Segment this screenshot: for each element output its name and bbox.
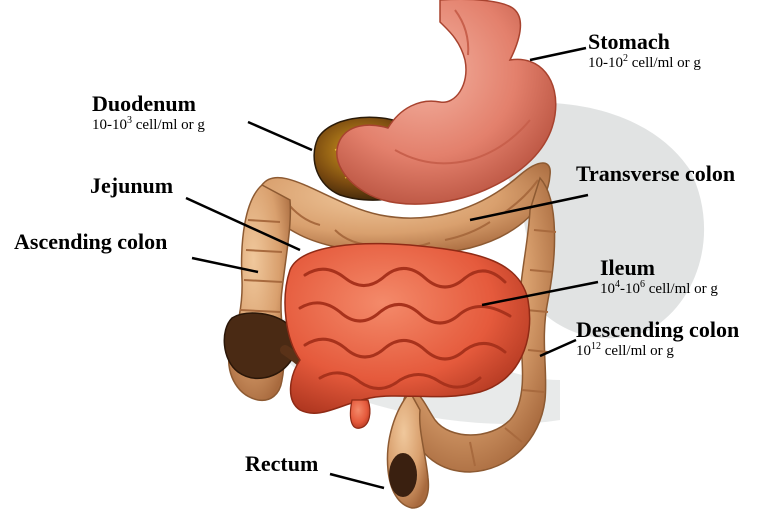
rectum-leader-line bbox=[330, 474, 384, 488]
ileum-name: Ileum bbox=[600, 256, 718, 280]
descending-colon-leader-line bbox=[540, 340, 576, 356]
ileum-label: Ileum 104-106 cell/ml or g bbox=[600, 256, 718, 298]
duodenum-leader-line bbox=[248, 122, 312, 150]
stomach-count: 10-102 cell/ml or g bbox=[588, 54, 701, 72]
stomach-name: Stomach bbox=[588, 30, 701, 54]
duodenum-name: Duodenum bbox=[92, 92, 205, 116]
jejunum-name: Jejunum bbox=[90, 174, 173, 198]
stomach-label: Stomach 10-102 cell/ml or g bbox=[588, 30, 701, 72]
stomach-leader-line bbox=[530, 48, 586, 60]
ascending-colon-label: Ascending colon bbox=[14, 230, 167, 254]
transverse-colon-name: Transverse colon bbox=[576, 162, 735, 186]
duodenum-label: Duodenum 10-103 cell/ml or g bbox=[92, 92, 205, 134]
ascending-colon-name: Ascending colon bbox=[14, 230, 167, 254]
descending-colon-label: Descending colon 1012 cell/ml or g bbox=[576, 318, 739, 360]
rectum-name: Rectum bbox=[245, 452, 318, 476]
jejunum-label: Jejunum bbox=[90, 174, 173, 198]
transverse-colon-label: Transverse colon bbox=[576, 162, 735, 186]
ileum-count: 104-106 cell/ml or g bbox=[600, 280, 718, 298]
duodenum-count: 10-103 cell/ml or g bbox=[92, 116, 205, 134]
descending-colon-count: 1012 cell/ml or g bbox=[576, 342, 739, 360]
rectum-label: Rectum bbox=[245, 452, 318, 476]
descending-colon-name: Descending colon bbox=[576, 318, 739, 342]
